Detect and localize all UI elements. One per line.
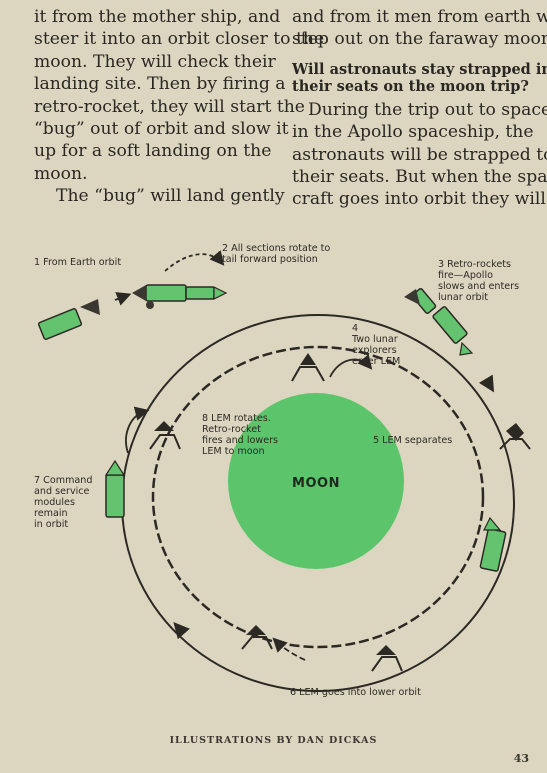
moon-label: MOON <box>292 476 340 491</box>
text-line: craft goes into orbit they will <box>292 189 546 210</box>
text-line: astronauts will be strapped to <box>292 144 547 165</box>
lem-lower-orbit <box>241 625 403 672</box>
text-line: moon. <box>34 163 88 184</box>
step-3-label: 3 Retro-rockets fire—Apollo slows and en… <box>438 259 522 303</box>
step-2-label: 2 All sections rotate to tail forward po… <box>222 243 333 265</box>
text-line: and from it men from earth will <box>292 7 547 27</box>
left-text-column: it from the mother ship, and steer it in… <box>34 6 325 208</box>
apollo-spacecraft-earth-orbit <box>37 284 228 340</box>
step-5-label: 5 LEM separates <box>373 435 452 446</box>
text-line: The “bug” will land gently <box>56 186 285 207</box>
text-line: steer it into an orbit closer to the <box>34 29 325 50</box>
text-line: in the Apollo spaceship, the <box>292 122 534 143</box>
lem-above-moon <box>291 353 325 382</box>
text-line: their seats. But when the space- <box>292 167 547 188</box>
step-7-label: 7 Command and service modules remain in … <box>34 475 96 530</box>
outer-orbit-arrow-left <box>173 621 190 640</box>
step-8-label: 8 LEM rotates. Retro-rocket fires and lo… <box>202 413 281 457</box>
page-number: 43 <box>513 752 529 765</box>
illustration-credit: ILLUSTRATIONS BY DAN DICKAS <box>169 735 378 746</box>
lower-orbit-arrow <box>272 637 306 661</box>
descent-arrow <box>329 354 373 378</box>
lem-rotation-arrow <box>125 406 150 454</box>
text-line: it from the mother ship, and <box>34 7 281 27</box>
step-4-label: 4 Two lunar explorers enter LEM <box>351 323 401 367</box>
question-line: their seats on the moon trip? <box>292 77 529 95</box>
text-line: retro-rocket, they will start the <box>34 96 305 117</box>
inner-orbit <box>151 345 485 649</box>
apollo-spacecraft-lunar-orbit <box>404 288 474 356</box>
text-line: up for a soft landing on the <box>34 141 272 162</box>
step-1-label: 1 From Earth orbit <box>34 257 121 268</box>
question-heading: Will astronauts stay strapped in their s… <box>292 60 547 95</box>
command-service-module-right <box>479 516 507 572</box>
text-line: step out on the faraway moon. <box>292 29 547 50</box>
lem-rotates <box>149 421 181 450</box>
lunar-mission-diagram: MOON <box>34 243 531 698</box>
right-text-column: and from it men from earth will step out… <box>292 6 547 211</box>
step-6-label: 6 LEM goes into lower orbit <box>290 687 421 698</box>
text-line: “bug” out of orbit and slow it <box>34 119 289 140</box>
lem-separates <box>499 423 531 450</box>
moon-circle <box>228 393 404 569</box>
outer-orbit-arrow <box>478 374 495 393</box>
command-service-module-left <box>104 459 126 518</box>
text-line: During the trip out to space <box>308 99 547 120</box>
approach-arrow <box>164 250 225 272</box>
text-line: landing site. Then by firing a <box>34 74 286 95</box>
question-line: Will astronauts stay strapped in <box>292 60 547 78</box>
text-line: moon. They will check their <box>34 51 276 72</box>
rotation-arrow <box>114 292 132 306</box>
